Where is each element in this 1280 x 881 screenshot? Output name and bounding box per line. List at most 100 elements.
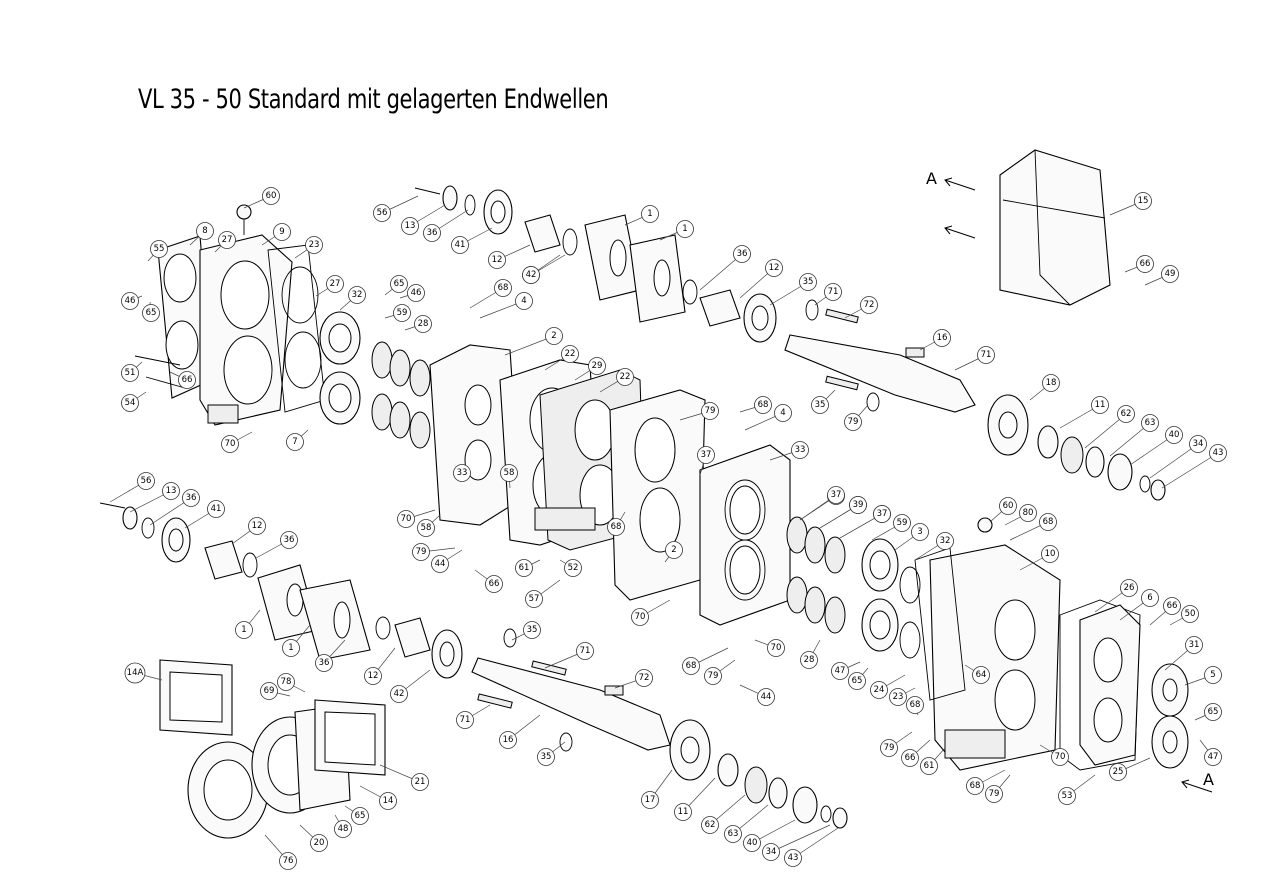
callout-number: 41 [455, 240, 466, 250]
callout-circle [453, 464, 471, 482]
callout-circle [515, 559, 533, 577]
callout-circle [315, 654, 333, 672]
callout-number: 78 [281, 677, 292, 687]
callout-number: 1 [647, 209, 652, 219]
part-callout: 53 [1058, 787, 1076, 805]
part-callout: 32 [936, 532, 954, 550]
part-callout: 68 [906, 696, 924, 714]
callout-number: 65 [355, 811, 366, 821]
callout-circle [588, 357, 606, 375]
callout-number: 70 [225, 439, 236, 449]
callout-number: 36 [737, 249, 748, 259]
part-callout: 6 [1141, 589, 1159, 607]
callout-circle [221, 435, 239, 453]
callout-circle [286, 433, 304, 451]
callout-circle [743, 834, 761, 852]
callout-circle [373, 204, 391, 222]
callout-number: 79 [416, 547, 427, 557]
callout-number: 14 [383, 796, 394, 806]
part-callout: 26 [1120, 579, 1138, 597]
callout-number: 34 [1193, 439, 1204, 449]
callout-circle [1091, 396, 1109, 414]
part-callout: 41 [451, 236, 469, 254]
part-callout: 79 [412, 543, 430, 561]
part-callout: 1 [676, 220, 694, 238]
part-callout: 70 [631, 608, 649, 626]
part-callout: 68 [682, 657, 700, 675]
callout-number: 65 [852, 676, 863, 686]
callout-circle [564, 559, 582, 577]
callout-circle [423, 224, 441, 242]
callout-number: 31 [1189, 640, 1200, 650]
part-callout: 16 [933, 329, 951, 347]
part-callout: 36 [423, 224, 441, 242]
callout-circle [827, 486, 845, 504]
part-callout: 32 [348, 286, 366, 304]
callout-number: 37 [877, 509, 888, 519]
part-callout: 7 [286, 433, 304, 451]
callout-circle [348, 286, 366, 304]
callout-number: 11 [678, 807, 689, 817]
part-callout: 12 [248, 517, 266, 535]
callout-circle [207, 500, 225, 518]
part-callout: 28 [800, 651, 818, 669]
callout-circle [393, 304, 411, 322]
part-callout: 65 [351, 807, 369, 825]
callout-number: 36 [319, 658, 330, 668]
callout-circle [704, 667, 722, 685]
callout-number: 52 [568, 563, 579, 573]
callout-circle [844, 413, 862, 431]
lower-shaft-train [99, 502, 848, 829]
callout-circle [933, 329, 951, 347]
callout-circle [499, 731, 517, 749]
part-callout: 2 [665, 541, 683, 559]
callout-circle [282, 639, 300, 657]
part-callout: 36 [182, 489, 200, 507]
part-callout: 15 [1134, 192, 1152, 210]
callout-number: 22 [620, 372, 631, 382]
part-callout: 40 [743, 834, 761, 852]
callout-circle [754, 396, 772, 414]
part-callout: 58 [500, 464, 518, 482]
callout-number: 51 [125, 368, 136, 378]
callout-number: 70 [401, 514, 412, 524]
callout-circle [1181, 605, 1199, 623]
part-callout: 42 [522, 266, 540, 284]
callout-number: 68 [758, 400, 769, 410]
callout-number: 72 [864, 300, 875, 310]
part-callout: 37 [697, 446, 715, 464]
part-callout: 70 [767, 639, 785, 657]
callout-circle [1120, 579, 1138, 597]
callout-circle [724, 825, 742, 843]
callout-circle [762, 843, 780, 861]
part-callout: 29 [588, 357, 606, 375]
callout-circle [860, 296, 878, 314]
part-callout: 68 [754, 396, 772, 414]
callout-number: 36 [284, 535, 295, 545]
upper-shaft-train [414, 185, 1166, 501]
callout-number: 1 [682, 224, 687, 234]
callout-circle [799, 273, 817, 291]
part-callout: 4 [515, 292, 533, 310]
callout-number: 47 [1208, 752, 1219, 762]
callout-circle [1041, 545, 1059, 563]
callout-circle [515, 292, 533, 310]
callout-circle [1134, 192, 1152, 210]
callout-circle [985, 785, 1003, 803]
part-callout: 12 [488, 251, 506, 269]
part-callout: 16 [499, 731, 517, 749]
callout-number: 35 [803, 277, 814, 287]
callout-number: 71 [580, 646, 591, 656]
part-callout: 65 [1204, 703, 1222, 721]
callout-number: 59 [897, 518, 908, 528]
callout-circle [178, 371, 196, 389]
callout-number: 40 [747, 838, 758, 848]
callout-number: 1 [241, 625, 246, 635]
part-callout: 49 [1161, 265, 1179, 283]
callout-circle [977, 346, 995, 364]
part-callout: 17 [641, 791, 659, 809]
part-callout: 41 [207, 500, 225, 518]
callout-number: 68 [910, 700, 921, 710]
callout-circle [765, 259, 783, 277]
callout-number: 36 [186, 493, 197, 503]
